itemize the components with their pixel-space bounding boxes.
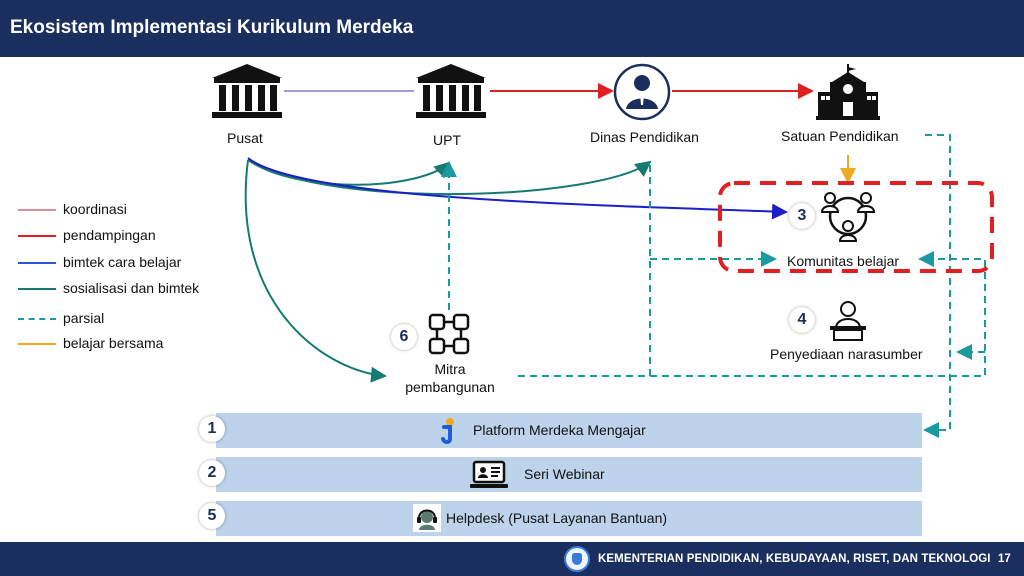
ministry-logo-icon [564,546,590,572]
pusat-label: Pusat [227,130,263,146]
mitra-label-line1: Mitra [434,361,466,377]
legend-label: bimtek cara belajar [63,254,182,270]
helpdesk-label: Helpdesk (Pusat Layanan Bantuan) [446,510,668,526]
legend-label: sosialisasi dan bimtek [63,280,200,296]
upt-label: UPT [433,132,461,148]
satuan-label: Satuan Pendidikan [781,128,899,144]
badge-platform: 1 [199,416,225,442]
school-building-icon [816,64,880,120]
legend-label: pendampingan [63,227,156,243]
community-people-icon [820,192,876,242]
speaker-podium-icon [830,301,866,341]
helpdesk-bar: Helpdesk (Pusat Layanan Bantuan) [216,501,922,536]
badge-komunitas: 3 [789,203,815,229]
komunitas-label: Komunitas belajar [787,253,900,269]
header-bar: Ekosistem Implementasi Kurikulum Merdeka [0,0,1024,57]
mitra-label: Mitra pembangunan [396,360,504,396]
dinas-label: Dinas Pendidikan [590,129,699,145]
parsial-line-narasumber [650,251,986,377]
official-person-icon [613,63,671,121]
badge-narasumber: 4 [789,307,815,333]
page-number: 17 [998,553,1011,565]
mitra-label-line2: pembangunan [405,379,495,395]
legend-swatch [18,288,56,290]
footer-bar: KEMENTERIAN PENDIDIKAN, KEBUDAYAAN, RISE… [0,542,1024,576]
parsial-line-satuan [923,134,951,438]
platform-bar: Platform Merdeka Mengajar [216,413,922,448]
narasumber-label: Penyediaan narasumber [770,346,923,362]
badge-webinar: 2 [199,460,225,486]
partnership-hands-icon [428,313,470,355]
legend-swatch [18,318,56,320]
ministry-name: KEMENTERIAN PENDIDIKAN, KEBUDAYAAN, RISE… [598,553,991,565]
webinar-laptop-icon [470,460,508,488]
government-building-icon [416,64,486,118]
merdeka-mengajar-logo-icon [441,418,454,444]
badge-helpdesk: 5 [199,503,225,529]
legend-label: koordinasi [63,201,127,217]
legend-swatch [18,343,56,345]
webinar-label: Seri Webinar [524,466,605,482]
komunitas-highlight-box [718,181,994,273]
headset-support-icon [413,504,441,532]
parsial-line-dinas [515,165,651,377]
legend-swatch [18,235,56,237]
government-building-icon [212,64,282,118]
webinar-bar: Seri Webinar [216,457,922,492]
page-title: Ekosistem Implementasi Kurikulum Merdeka [10,17,414,38]
sosialisasi-line-mitra [244,159,387,383]
legend-swatch [18,262,56,264]
legend-label: belajar bersama [63,335,164,351]
sosialisasi-line-dinas [247,159,652,196]
legend-label: parsial [63,310,105,326]
legend-swatch [18,209,56,211]
platform-label: Platform Merdeka Mengajar [473,422,646,438]
bimtek-line [247,157,788,220]
badge-mitra: 6 [391,324,417,350]
